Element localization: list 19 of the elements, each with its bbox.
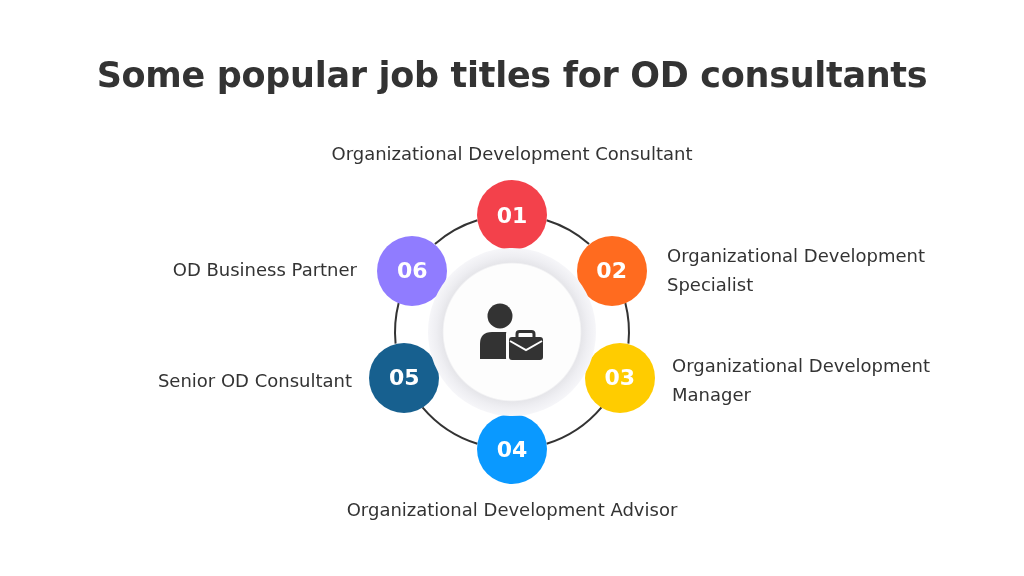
ring-arc xyxy=(624,301,630,345)
ring-arc xyxy=(421,406,479,445)
job-title-label: OD Business Partner xyxy=(172,258,357,282)
ring-arc xyxy=(394,301,400,345)
ring-arc xyxy=(545,219,591,245)
number-circle: 06 xyxy=(377,235,448,306)
job-title-label: Organizational Development Advisor xyxy=(346,498,678,522)
job-title-label: Senior OD Consultant xyxy=(157,369,352,393)
number-circle: 05 xyxy=(369,342,440,413)
number-circle: 04 xyxy=(477,414,547,484)
title: Some popular job titles for OD consultants xyxy=(96,54,928,97)
number-circle: 02 xyxy=(576,235,647,306)
ring-arc xyxy=(433,219,479,245)
job-title-label: Organizational Development Manager xyxy=(672,354,931,407)
number-circle: 01 xyxy=(477,180,547,250)
job-title-label: Organizational Development Specialist xyxy=(667,244,926,297)
job-title-label: Organizational Development Consultant xyxy=(331,142,693,166)
number-circle: 03 xyxy=(584,342,655,413)
ring-arc xyxy=(545,406,603,445)
